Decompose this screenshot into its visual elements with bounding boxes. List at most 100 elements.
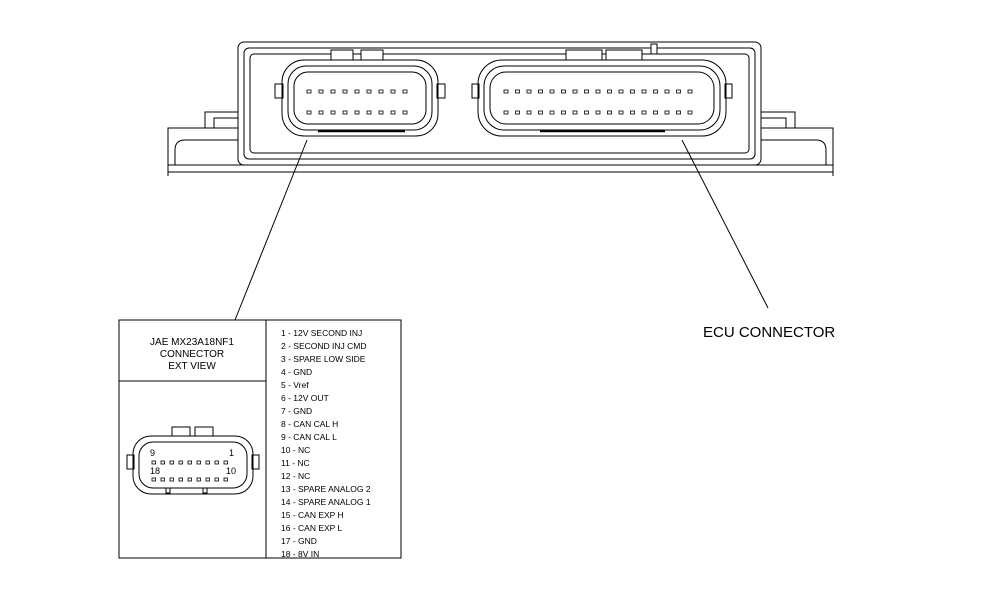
pin-hole <box>342 110 348 115</box>
pin-hole <box>205 460 210 465</box>
pin-hole <box>402 110 408 115</box>
pin-hole <box>630 110 635 115</box>
pin-hole <box>503 110 509 115</box>
pin-hole <box>169 460 174 465</box>
pin-hole <box>196 477 201 482</box>
pin-hole <box>187 477 192 482</box>
pin-label-10: 10 <box>226 466 236 476</box>
pin-hole <box>223 460 228 465</box>
pin-hole <box>630 89 635 94</box>
pin-hole <box>584 89 589 94</box>
pinout-item: 12 - NC <box>281 471 310 481</box>
pin-hole <box>178 477 183 482</box>
pin-hole <box>503 89 509 94</box>
pin-hole <box>330 110 336 115</box>
pin-hole <box>187 460 192 465</box>
connector-ext-view <box>126 426 260 495</box>
pin-hole <box>354 110 360 115</box>
pin-hole <box>618 110 624 115</box>
pin-hole <box>318 110 324 115</box>
pinout-item: 15 - CAN EXP H <box>281 510 344 520</box>
ecu-connector-label: ECU CONNECTOR <box>703 324 835 341</box>
pin-hole <box>572 89 578 94</box>
pin-hole <box>676 89 681 94</box>
connector-title-line-2: CONNECTOR <box>160 349 224 360</box>
pin-hole <box>687 89 693 94</box>
pin-hole <box>664 89 670 94</box>
pin-hole <box>196 460 201 465</box>
pinout-item: 17 - GND <box>281 536 317 546</box>
pin-hole <box>549 89 555 94</box>
pinout-item: 3 - SPARE LOW SIDE <box>281 354 366 364</box>
pin-hole <box>538 89 543 94</box>
pinout-item: 5 - Vref <box>281 380 309 390</box>
pin-hole <box>306 89 312 94</box>
pin-hole <box>354 89 360 94</box>
pinout-list: 1 - 12V SECOND INJ 2 - SECOND INJ CMD 3 … <box>281 328 371 559</box>
pin-hole <box>515 89 520 94</box>
pinout-item: 10 - NC <box>281 445 310 455</box>
pin-hole <box>160 460 165 465</box>
pin-hole <box>205 477 210 482</box>
pin-hole <box>390 89 396 94</box>
pin-hole <box>223 477 228 482</box>
pin-hole <box>572 110 578 115</box>
pin-hole <box>595 110 601 115</box>
pin-hole <box>664 110 670 115</box>
pinout-item: 7 - GND <box>281 406 312 416</box>
pinout-item: 14 - SPARE ANALOG 1 <box>281 497 371 507</box>
pin-hole <box>561 89 566 94</box>
pin-hole <box>342 89 348 94</box>
pin-hole <box>561 110 566 115</box>
pinout-item: 9 - CAN CAL L <box>281 432 337 442</box>
pinout-item: 2 - SECOND INJ CMD <box>281 341 366 351</box>
pin-hole <box>687 110 693 115</box>
pin-hole <box>618 89 624 94</box>
pin-hole <box>378 110 384 115</box>
pin-hole <box>214 460 219 465</box>
pin-hole <box>151 460 156 465</box>
connector-title-line-1: JAE MX23A18NF1 <box>150 337 234 348</box>
pinout-item: 13 - SPARE ANALOG 2 <box>281 484 371 494</box>
pin-hole <box>306 110 312 115</box>
pin-hole <box>366 89 372 94</box>
pin-hole <box>526 89 532 94</box>
pin-hole <box>330 89 336 94</box>
pinout-item: 11 - NC <box>281 458 310 468</box>
pin-hole <box>378 89 384 94</box>
pin-label-1: 1 <box>229 448 234 458</box>
pin-hole <box>366 110 372 115</box>
pin-hole <box>160 477 165 482</box>
pin-hole <box>169 477 174 482</box>
pin-hole <box>607 110 612 115</box>
pin-hole <box>641 110 647 115</box>
pin-hole <box>390 110 396 115</box>
pin-hole <box>653 110 658 115</box>
ext-view-pins <box>151 460 228 482</box>
pin-hole <box>653 89 658 94</box>
leader-line-small-connector <box>234 139 308 321</box>
pin-label-18: 18 <box>150 466 160 476</box>
pin-hole <box>151 477 156 482</box>
pin-hole <box>641 89 647 94</box>
pin-hole <box>402 89 408 94</box>
small-connector-ecu <box>274 49 446 137</box>
pin-hole <box>515 110 520 115</box>
connector-title-line-3: EXT VIEW <box>168 361 216 372</box>
pinout-item: 8 - CAN CAL H <box>281 419 338 429</box>
pin-hole <box>214 477 219 482</box>
large-connector-ecu <box>471 43 733 137</box>
pinout-item: 16 - CAN EXP L <box>281 523 343 533</box>
pin-hole <box>318 89 324 94</box>
small-connector-pins <box>306 89 408 115</box>
pin-hole <box>549 110 555 115</box>
pinout-item: 1 - 12V SECOND INJ <box>281 328 362 338</box>
pin-hole <box>178 460 183 465</box>
leader-line-ecu-connector <box>681 139 769 309</box>
pin-hole <box>607 89 612 94</box>
pin-hole <box>538 110 543 115</box>
pin-hole <box>584 110 589 115</box>
pin-hole <box>676 110 681 115</box>
